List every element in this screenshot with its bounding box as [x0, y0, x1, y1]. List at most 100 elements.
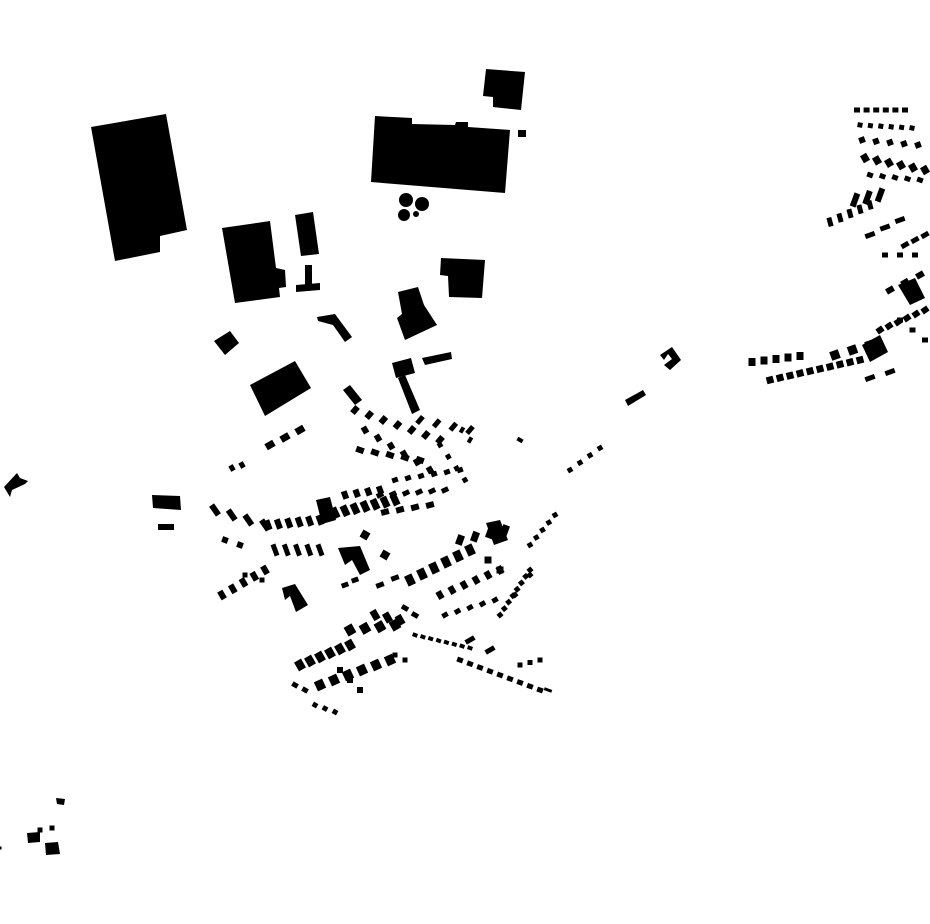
building	[321, 705, 329, 712]
silo	[413, 211, 419, 217]
building	[315, 543, 325, 557]
building	[0, 846, 2, 850]
building	[259, 577, 265, 583]
building	[222, 221, 286, 303]
building	[915, 270, 925, 280]
building	[337, 667, 343, 673]
building	[296, 283, 320, 292]
building	[871, 155, 883, 166]
building	[427, 635, 434, 642]
building	[427, 487, 437, 495]
building	[355, 445, 365, 455]
building	[483, 570, 493, 580]
building	[364, 486, 373, 497]
building	[340, 490, 350, 500]
building	[334, 642, 346, 656]
building	[304, 654, 316, 668]
building	[875, 325, 885, 335]
building	[456, 466, 464, 474]
building	[295, 212, 319, 256]
building	[526, 541, 534, 549]
building	[209, 503, 221, 517]
building	[863, 107, 870, 113]
building	[311, 701, 319, 709]
small-buildings	[0, 107, 930, 850]
building	[500, 524, 510, 536]
building	[91, 114, 187, 261]
building	[404, 573, 416, 587]
building	[402, 657, 408, 663]
building	[858, 136, 866, 144]
building	[281, 543, 291, 557]
building	[430, 470, 438, 478]
building	[242, 572, 248, 578]
silo	[415, 197, 429, 211]
building	[379, 549, 391, 561]
building	[866, 171, 874, 179]
building	[225, 508, 238, 522]
building	[517, 579, 525, 587]
building	[392, 358, 415, 378]
building	[660, 347, 681, 370]
building	[411, 632, 419, 638]
building	[404, 474, 412, 482]
building	[464, 543, 476, 557]
building	[388, 618, 402, 632]
building	[849, 192, 861, 208]
building	[385, 450, 395, 460]
building	[390, 574, 400, 582]
building	[397, 287, 437, 340]
building	[873, 107, 880, 113]
building	[158, 524, 174, 530]
building	[894, 215, 906, 225]
building	[238, 461, 246, 469]
building	[882, 107, 889, 113]
building	[279, 432, 291, 443]
building	[227, 583, 238, 595]
building	[329, 506, 341, 520]
building	[518, 130, 526, 137]
building	[238, 577, 249, 588]
building	[249, 570, 260, 582]
building	[304, 543, 314, 557]
building	[56, 798, 65, 805]
building	[443, 468, 451, 476]
building	[358, 621, 372, 635]
building	[909, 327, 916, 333]
building	[398, 375, 420, 414]
building	[476, 664, 484, 671]
building	[359, 499, 371, 513]
building	[313, 678, 327, 692]
building	[625, 390, 646, 406]
building	[349, 502, 361, 516]
building	[543, 687, 553, 693]
building	[236, 541, 244, 549]
building	[466, 645, 474, 651]
building	[461, 476, 469, 484]
building	[900, 277, 910, 288]
building	[902, 107, 908, 113]
building	[440, 555, 452, 569]
building	[214, 331, 239, 355]
building	[400, 604, 410, 612]
building	[576, 459, 584, 467]
building	[435, 435, 445, 445]
building	[526, 566, 534, 574]
building	[914, 141, 922, 149]
building	[391, 476, 399, 484]
building	[350, 576, 360, 584]
building	[400, 453, 410, 462]
building	[4, 473, 28, 497]
building	[339, 504, 351, 518]
building	[375, 485, 385, 495]
building	[772, 355, 780, 363]
building	[395, 505, 405, 514]
building	[443, 639, 450, 646]
silo	[398, 209, 410, 221]
building	[864, 339, 876, 351]
building	[566, 466, 574, 474]
building	[49, 825, 55, 831]
building	[864, 373, 876, 383]
building	[217, 589, 227, 601]
